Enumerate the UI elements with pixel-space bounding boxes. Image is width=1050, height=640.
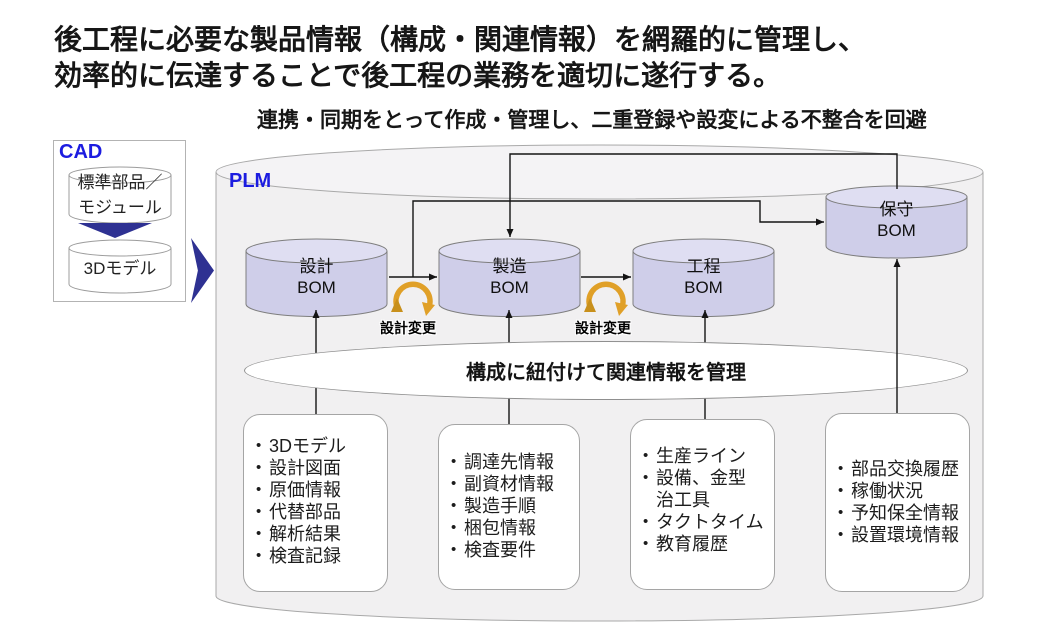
design-change-label-2: 設計変更 — [575, 320, 631, 336]
process-bom-label: 工程 BOM — [684, 257, 723, 297]
list-item: • 設備、金型 治工具 — [631, 467, 774, 511]
maintenance-bom-label: 保守 BOM — [877, 200, 916, 240]
relation-ellipse-label: 構成に紐付けて関連情報を管理 — [466, 362, 746, 384]
list-item-text: 予知保全情報 — [851, 503, 959, 523]
list-item-text: 稼働状況 — [851, 481, 923, 501]
list-item: • 部品交換履歴 — [826, 458, 969, 480]
list-item: • 解析結果 — [244, 523, 387, 545]
list-item: • 教育履歴 — [631, 533, 774, 555]
cycle-arrow-icon — [391, 281, 435, 316]
cad-label: CAD — [59, 141, 103, 163]
bullet-glyph: • — [451, 453, 457, 470]
manufacturing-detail-box: • 調達先情報 • 副資材情報 • 製造手順 • 梱包情報 • 検査要件 — [438, 424, 580, 590]
list-item-text: 設計図面 — [269, 458, 341, 478]
list-item: • 予知保全情報 — [826, 502, 969, 524]
bullet-glyph: • — [256, 525, 262, 542]
bullet-glyph: • — [256, 459, 262, 476]
list-item: • 原価情報 — [244, 479, 387, 501]
bullet-glyph: • — [256, 437, 262, 454]
cad-cylinder-3d-model — [68, 239, 172, 294]
design-change-label-1: 設計変更 — [380, 320, 436, 336]
title-line-1: 後工程に必要な製品情報（構成・関連情報）を網羅的に管理し、 — [54, 24, 867, 55]
maintenance-detail-box: • 部品交換履歴 • 稼働状況 • 予知保全情報 • 設置環境情報 — [825, 413, 970, 592]
list-item: • 代替部品 — [244, 501, 387, 523]
cycle-arrow-icon — [584, 281, 628, 316]
manufacturing-bom-label: 製造 BOM — [490, 257, 529, 297]
list-item-text: 代替部品 — [269, 502, 341, 522]
list-item-text: 3Dモデル — [269, 436, 347, 456]
bullet-glyph: • — [838, 504, 844, 521]
list-item-text: 検査記録 — [269, 546, 341, 566]
bullet-glyph: • — [838, 460, 844, 477]
bullet-glyph: • — [256, 481, 262, 498]
design-bom-label: 設計 BOM — [297, 257, 336, 297]
bullet-glyph: • — [451, 519, 457, 536]
list-item: • 設置環境情報 — [826, 524, 969, 546]
process-detail-box: • 生産ライン • 設備、金型 治工具 • タクトタイム • 教育履歴 — [630, 419, 775, 590]
list-item-text: 副資材情報 — [464, 474, 554, 494]
list-item: • タクトタイム — [631, 511, 774, 533]
list-item-text: タクトタイム — [656, 512, 764, 532]
bullet-glyph: • — [256, 547, 262, 564]
list-item-text: 検査要件 — [464, 540, 536, 560]
page-title: 後工程に必要な製品情報（構成・関連情報）を網羅的に管理し、 効率的に伝達すること… — [54, 22, 866, 94]
list-item: • 検査記録 — [244, 545, 387, 567]
process-bom-cylinder: 工程 BOM — [632, 238, 775, 318]
bullet-glyph: • — [643, 469, 649, 486]
title-line-2: 効率的に伝達することで後工程の業務を適切に遂行する。 — [54, 60, 782, 91]
manufacturing-bom-cylinder: 製造 BOM — [438, 238, 581, 318]
maintenance-bom-cylinder: 保守 BOM — [825, 185, 968, 259]
bullet-glyph: • — [838, 526, 844, 543]
list-item: • 生産ライン — [631, 445, 774, 467]
list-item-text: 部品交換履歴 — [851, 459, 959, 479]
cad-cylinder1-line1: 標準部品／ — [77, 173, 163, 192]
list-item: • 調達先情報 — [439, 451, 579, 473]
cad-cylinder1-line2: モジュール — [78, 198, 162, 217]
bullet-glyph: • — [451, 475, 457, 492]
design-bom-cylinder: 設計 BOM — [245, 238, 388, 318]
right-arrow-icon — [191, 238, 214, 303]
list-item-text: 製造手順 — [464, 496, 536, 516]
design-detail-box: • 3Dモデル • 設計図面 • 原価情報 • 代替部品 • 解析結果 • 検査記録 — [243, 414, 388, 592]
cad-cylinder2-label: 3Dモデル — [83, 259, 157, 278]
list-item: • 3Dモデル — [244, 435, 387, 457]
list-item: • 検査要件 — [439, 539, 579, 561]
bullet-glyph: • — [643, 535, 649, 552]
list-item-text: 梱包情報 — [464, 518, 536, 538]
list-item: • 梱包情報 — [439, 517, 579, 539]
list-item-text: 設置環境情報 — [851, 525, 959, 545]
list-item: • 設計図面 — [244, 457, 387, 479]
list-item-text: 調達先情報 — [464, 452, 554, 472]
relation-ellipse: 構成に紐付けて関連情報を管理 — [244, 341, 968, 400]
bullet-glyph: • — [451, 497, 457, 514]
bullet-glyph: • — [643, 513, 649, 530]
cad-cylinder1-label: 標準部品／ モジュール — [68, 170, 172, 220]
bullet-glyph: • — [643, 447, 649, 464]
list-item: • 稼働状況 — [826, 480, 969, 502]
list-item-text: 教育履歴 — [656, 534, 728, 554]
list-item-text: 設備、金型 治工具 — [656, 468, 746, 510]
subtitle: 連携・同期をとって作成・管理し、二重登録や設変による不整合を回避 — [257, 109, 927, 132]
cylinder-shape — [245, 238, 388, 317]
plm-label: PLM — [229, 170, 272, 192]
bullet-glyph: • — [451, 541, 457, 558]
cad-cylinder-standard-parts — [68, 166, 172, 224]
list-item: • 製造手順 — [439, 495, 579, 517]
list-item: • 副資材情報 — [439, 473, 579, 495]
list-item-text: 解析結果 — [269, 524, 341, 544]
bullet-glyph: • — [256, 503, 262, 520]
list-item-text: 生産ライン — [656, 446, 746, 466]
list-item-text: 原価情報 — [269, 480, 341, 500]
bullet-glyph: • — [838, 482, 844, 499]
